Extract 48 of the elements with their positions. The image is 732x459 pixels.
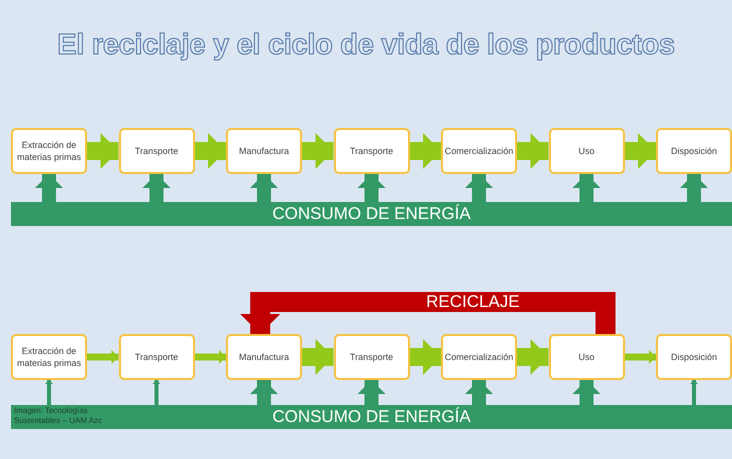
process-box: Disposición — [656, 128, 732, 174]
edge-label: RECICLAJE — [426, 292, 520, 312]
process-box: Transporte — [118, 128, 194, 174]
process-box: Manufactura — [226, 334, 302, 380]
energy-bar — [11, 202, 732, 226]
arrow — [194, 133, 226, 169]
arrow — [410, 339, 441, 375]
arrow — [690, 380, 698, 405]
arrow — [87, 133, 118, 169]
arrow — [517, 133, 548, 169]
process-box: Extracción de materias primas — [11, 334, 87, 380]
arrow — [572, 380, 600, 405]
recycling-arrow — [240, 292, 616, 334]
arrow — [87, 350, 118, 364]
process-box: Transporte — [118, 334, 194, 380]
arrow — [250, 174, 278, 202]
arrow — [250, 380, 278, 405]
arrow — [358, 174, 386, 202]
arrow — [45, 380, 53, 405]
process-box: Comercialización — [441, 128, 517, 174]
arrow — [302, 339, 334, 375]
arrow — [35, 174, 63, 202]
process-box: Comercialización — [441, 334, 517, 380]
arrow — [152, 380, 160, 405]
arrow — [302, 133, 334, 169]
arrow — [572, 174, 600, 202]
bar-label: CONSUMO DE ENERGÍA — [272, 407, 471, 427]
arrow — [142, 174, 170, 202]
arrow — [358, 380, 386, 405]
bar-label: CONSUMO DE ENERGÍA — [272, 204, 471, 224]
arrow — [517, 339, 548, 375]
process-box: Disposición — [656, 334, 732, 380]
energy-bar — [11, 405, 732, 429]
process-box: Manufactura — [226, 128, 302, 174]
arrow — [465, 174, 493, 202]
process-box: Uso — [548, 334, 624, 380]
arrow — [410, 133, 441, 169]
arrow — [624, 133, 656, 169]
process-box: Transporte — [334, 128, 410, 174]
image-credit: Imagen: Tecnologías Sustentables – UAM Azc — [14, 406, 104, 426]
title: El reciclaje y el ciclo de vida de los productos — [56, 28, 676, 63]
arrow — [624, 350, 656, 364]
arrow — [680, 174, 708, 202]
arrow — [465, 380, 493, 405]
process-box: Transporte — [334, 334, 410, 380]
arrow — [194, 350, 226, 364]
process-box: Extracción de materias primas — [11, 128, 87, 174]
process-box: Uso — [548, 128, 624, 174]
